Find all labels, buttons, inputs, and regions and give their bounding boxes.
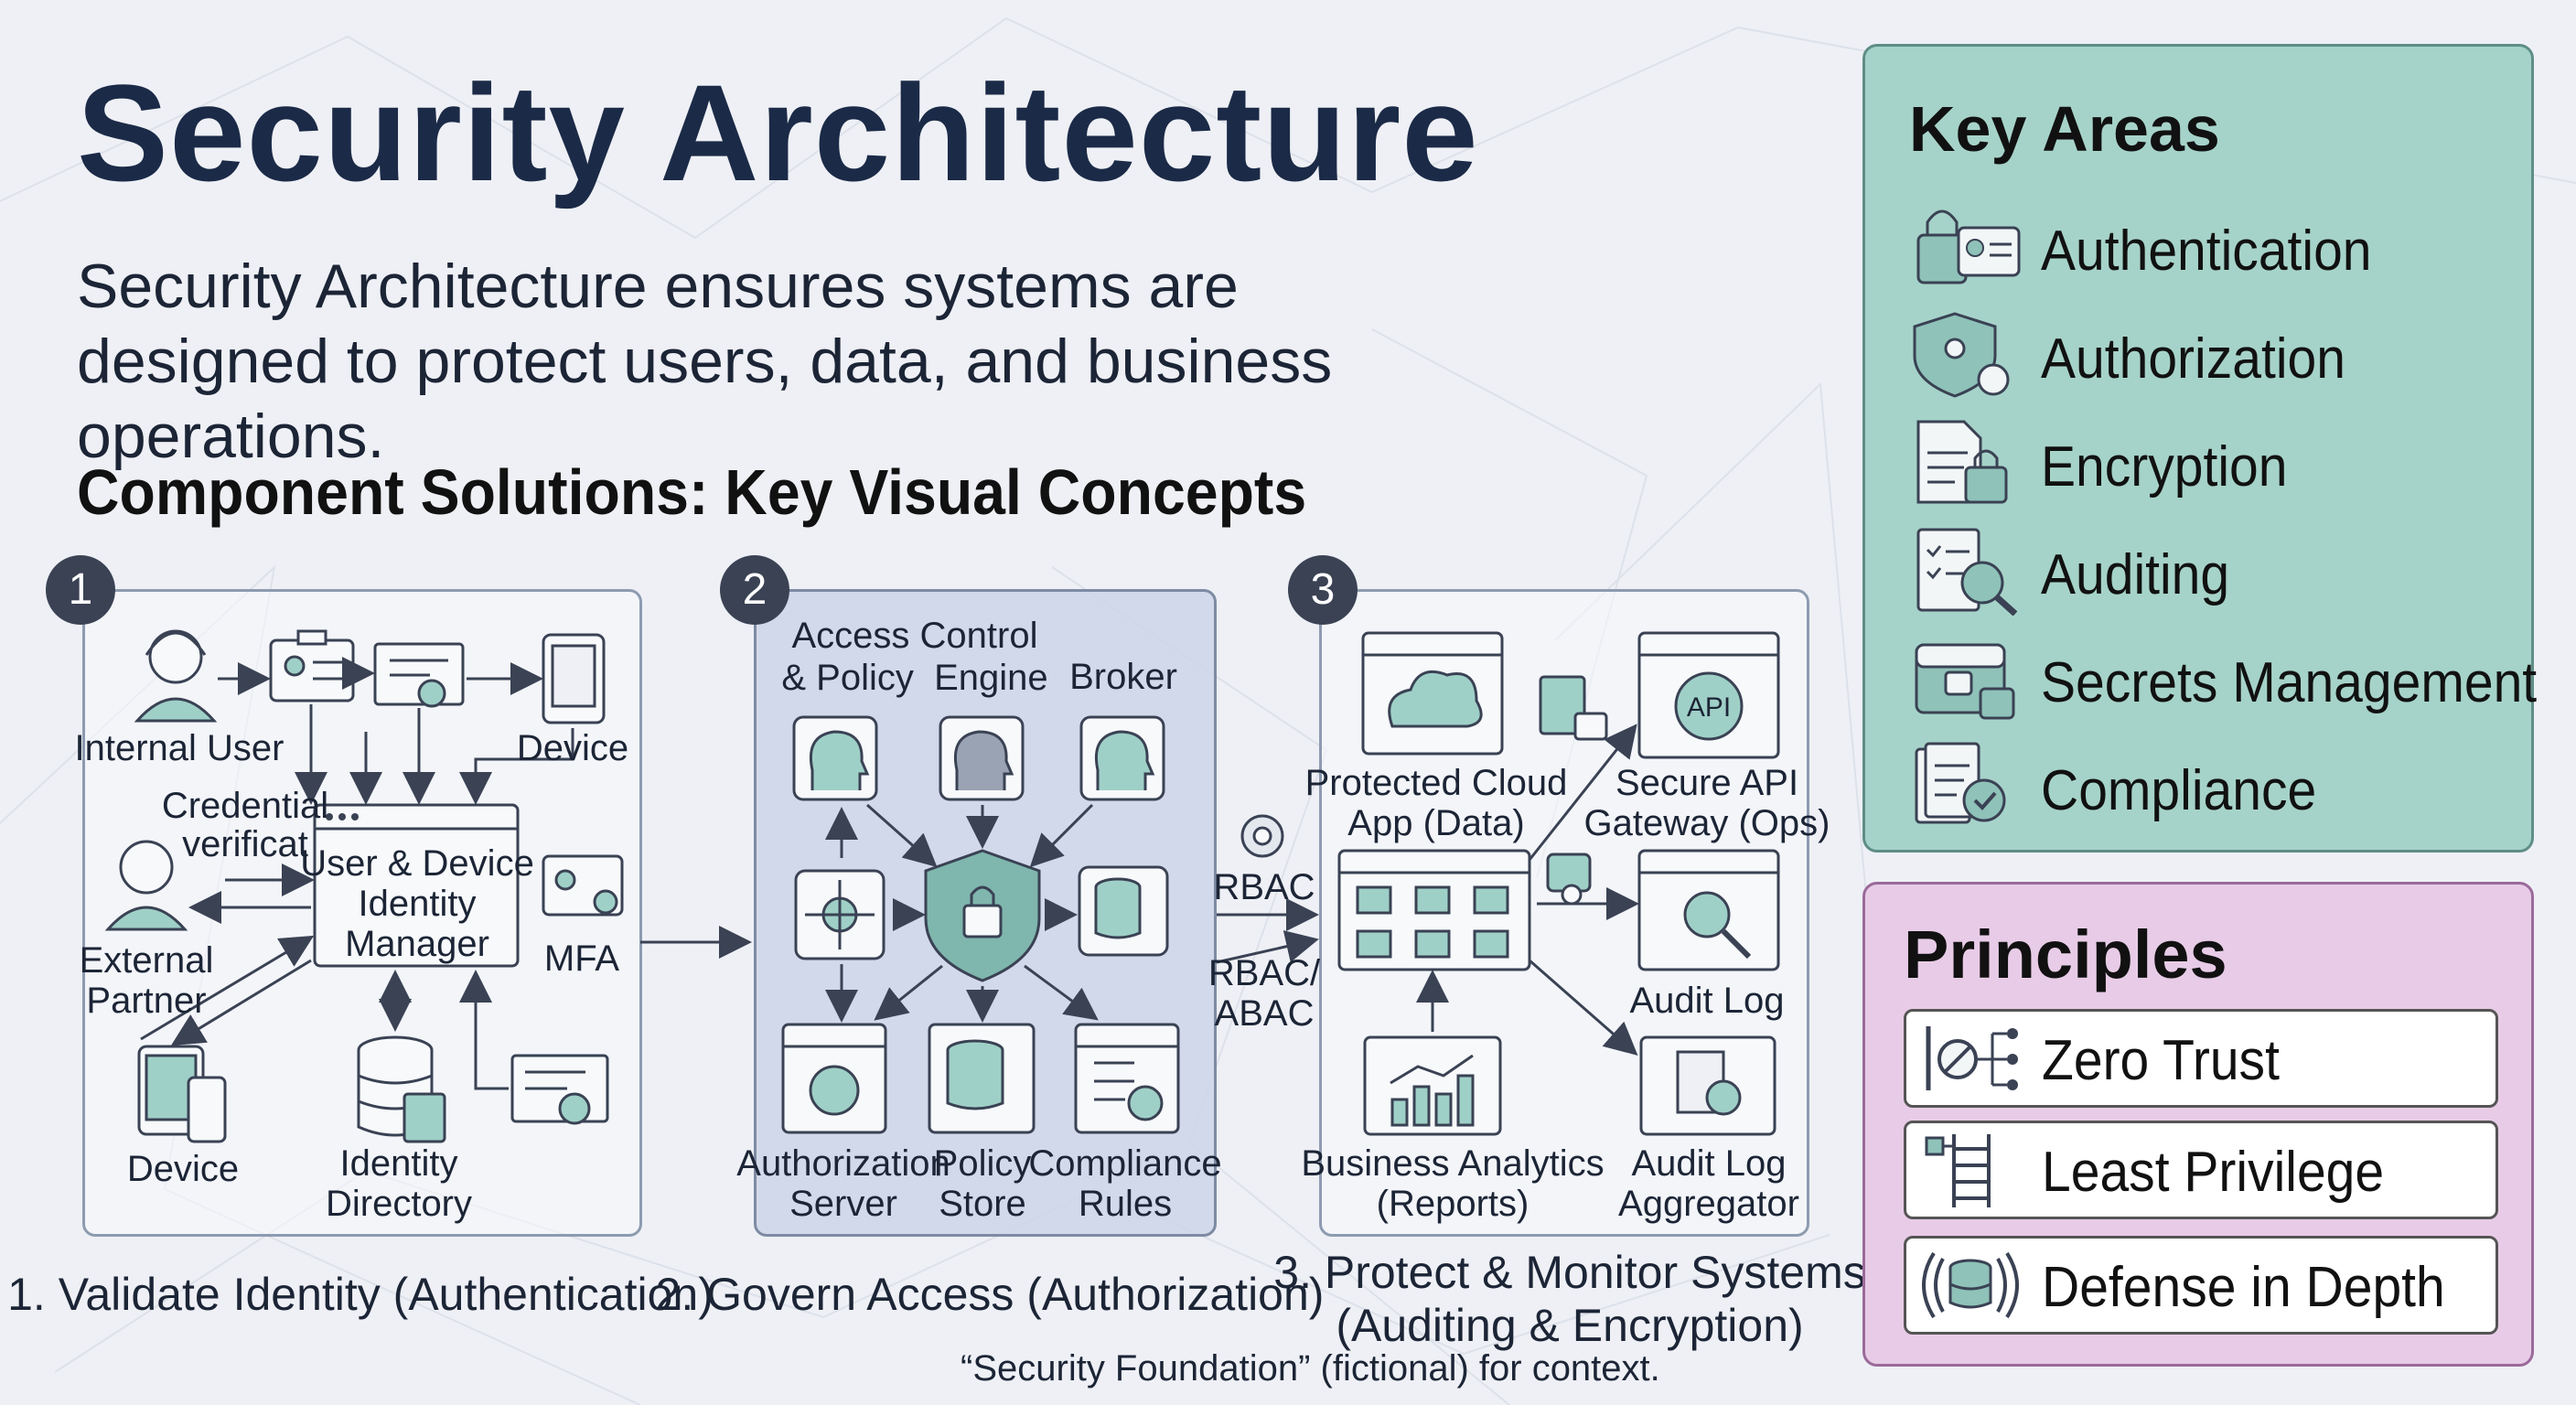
move-arrows-icon — [794, 869, 886, 960]
certificate-icon — [373, 642, 465, 708]
identity-directory-label: Identity Directory — [325, 1143, 473, 1224]
external-partner-icon — [104, 840, 188, 931]
vault-lock-icon — [1915, 643, 2015, 720]
document-lock-small-icon — [1539, 675, 1608, 741]
business-analytics-label: Business Analytics (Reports) — [1301, 1143, 1605, 1224]
page-title: Security Architecture — [77, 56, 1479, 209]
principle-zero-trust: Zero Trust — [1904, 1009, 2498, 1108]
principles-panel: Principles Zero Trust Least Privilege — [1862, 882, 2534, 1367]
broker-head-icon — [1079, 715, 1165, 801]
key-areas-title: Key Areas — [1909, 93, 2220, 165]
mfa-card-icon — [542, 854, 624, 917]
shield-gear-icon — [1913, 312, 2010, 398]
layered-database-icon — [1922, 1251, 2019, 1319]
page-subtitle: Security Architecture ensures systems ar… — [77, 252, 1333, 471]
key-area-compliance: Compliance — [1909, 740, 2531, 841]
authorization-server-label: Authorization Server — [736, 1143, 950, 1224]
principle-label: Defense in Depth — [2042, 1256, 2445, 1319]
key-area-label: Auditing — [2041, 543, 2230, 606]
directory-database-icon — [357, 1035, 446, 1143]
device-top-label: Device — [516, 728, 629, 768]
principle-defense-in-depth: Defense in Depth — [1904, 1236, 2498, 1335]
checklist-magnifier-icon — [1916, 528, 2018, 617]
panel-1-caption: 1. Validate Identity (Authentication) — [7, 1269, 714, 1320]
database-gear-icon — [1078, 865, 1169, 957]
compliance-rules-label: Compliance Rules — [1028, 1143, 1222, 1224]
api-badge-label: API — [1686, 692, 1732, 723]
ladder-icon — [1925, 1134, 1991, 1207]
certificate-check-icon — [1915, 742, 2006, 824]
policy-store-label: Policy Store — [933, 1143, 1032, 1224]
key-lock-icon — [1546, 853, 1592, 906]
device-bottom-label: Device — [126, 1149, 240, 1189]
principle-label: Zero Trust — [2042, 1029, 2280, 1092]
id-badge-icon — [269, 629, 355, 702]
key-area-label: Secrets Management — [2041, 651, 2538, 714]
key-area-label: Encryption — [2041, 435, 2288, 499]
broker-label: Broker — [1069, 657, 1177, 697]
key-area-secrets-management: Secrets Management — [1909, 632, 2537, 733]
mfa-label: MFA — [543, 938, 620, 979]
rbac-abac-label: RBAC/ ABAC — [1208, 953, 1321, 1034]
audit-aggregator-label: Audit Log Aggregator — [1618, 1143, 1799, 1224]
credential-verification-label: Credential verificat — [161, 786, 329, 864]
key-area-auditing: Auditing — [1909, 524, 2531, 625]
protected-cloud-label: Protected Cloud App (Data) — [1304, 763, 1568, 843]
certificate-seal-icon — [510, 1054, 609, 1125]
rbac-label: RBAC — [1213, 867, 1315, 907]
identity-manager-label: User & Device Identity Manager — [300, 843, 534, 964]
secure-api-label: Secure API Gateway (Ops) — [1583, 763, 1830, 843]
audit-aggregator-icon — [1639, 1035, 1776, 1136]
audit-log-label: Audit Log — [1629, 981, 1785, 1021]
principles-title: Principles — [1904, 917, 2227, 992]
tablet-icon — [542, 633, 606, 724]
principle-least-privilege: Least Privilege — [1904, 1121, 2498, 1219]
engine-head-icon — [939, 715, 1025, 801]
audit-log-search-icon — [1637, 849, 1780, 971]
access-control-label: Access Control & Policy Engine — [781, 616, 1048, 698]
document-lock-icon — [1916, 420, 2008, 504]
external-partner-label: External Partner — [79, 940, 214, 1021]
lock-id-card-icon — [1916, 209, 2021, 284]
compliance-rules-icon — [1074, 1023, 1180, 1134]
key-area-label: Authorization — [2041, 327, 2345, 391]
manager-window-icon — [313, 803, 520, 968]
mobile-devices-icon — [137, 1045, 227, 1143]
internal-user-icon — [134, 629, 218, 723]
footnote: “Security Foundation” (fictional) for co… — [961, 1348, 1660, 1389]
internal-user-label: Internal User — [74, 728, 284, 768]
authorization-server-icon — [781, 1023, 887, 1134]
key-area-label: Compliance — [2041, 759, 2317, 822]
api-gear-icon — [1637, 631, 1780, 759]
zero-trust-icon — [1926, 1026, 2018, 1090]
shield-lock-icon — [924, 849, 1041, 982]
panel-2-caption: 2. Govern Access (Authorization) — [655, 1269, 1325, 1320]
workflow-window-icon — [1337, 849, 1531, 971]
key-area-encryption: Encryption — [1909, 416, 2531, 517]
panel-3-caption: 3. Protect & Monitor Systems (Auditing &… — [1273, 1247, 1866, 1351]
policy-store-icon — [928, 1023, 1036, 1134]
cloud-database-icon — [1361, 631, 1504, 756]
key-areas-panel: Key Areas Authentication Authorization E… — [1862, 44, 2537, 853]
key-area-authorization: Authorization — [1909, 308, 2531, 409]
panel-1-number-badge: 1 — [46, 555, 115, 625]
key-area-authentication: Authentication — [1909, 200, 2531, 301]
panel-2-number-badge: 2 — [720, 555, 789, 625]
panel-3-number-badge: 3 — [1288, 555, 1358, 625]
analytics-chart-icon — [1363, 1035, 1502, 1136]
key-area-label: Authentication — [2041, 220, 2372, 283]
principle-label: Least Privilege — [2042, 1141, 2385, 1204]
connector-gear-icon — [1240, 814, 1284, 858]
policy-engine-head-icon — [792, 715, 878, 801]
section-heading: Component Solutions: Key Visual Concepts — [77, 456, 1307, 528]
